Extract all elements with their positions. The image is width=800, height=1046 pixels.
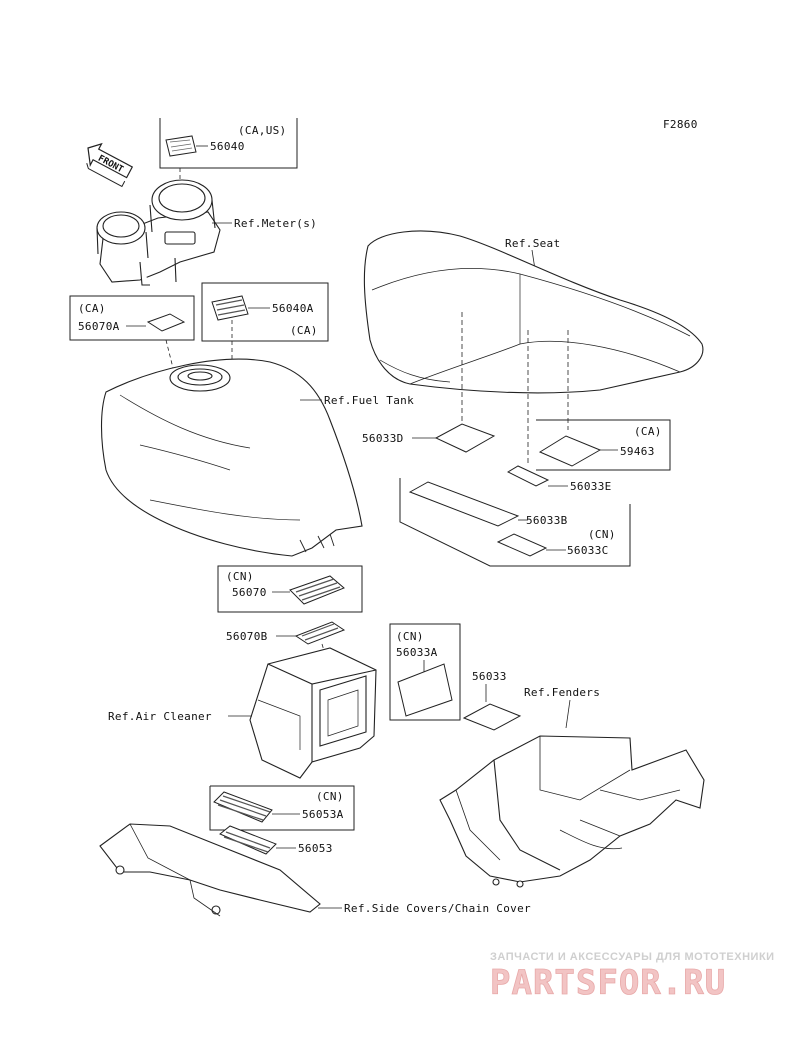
watermark-brand: PARTSFOR.RU [490,963,726,1003]
decal-56053A [213,791,273,823]
meter-region-box [159,118,298,169]
part-59463: 59463 [620,445,655,458]
part-56033B: 56033B [526,514,568,527]
part-56040A: 56040A [272,302,314,315]
part-56053: 56053 [298,842,333,855]
meter-illustration [96,179,221,286]
decal-56040A [211,295,249,321]
seat-cn-region-label: (CN) [588,528,616,541]
fender-region-label: (CN) [396,630,424,643]
tank-left-region-box [69,295,195,341]
fenders-illustration [439,735,705,888]
seat-illustration [363,230,704,394]
decal-56070B [294,621,346,645]
front-arrow: FRONT [86,142,134,188]
sidecover-region-box [209,785,355,831]
decal-56053 [219,825,277,855]
side-cover-illustration [99,823,321,917]
ref-seat: Ref.Seat [505,237,560,250]
tank-right-region-label: (CA) [290,324,318,337]
ref-meter: Ref.Meter(s) [234,217,317,230]
decal-56033 [462,703,522,731]
watermark-tagline: ЗАПЧАСТИ И АКСЕССУАРЫ ДЛЯ МОТОТЕХНИКИ [490,951,775,963]
decal-56033E [506,465,550,487]
air-cleaner-illustration [249,647,377,779]
meter-region-label: (CA,US) [238,124,286,137]
part-56033A: 56033A [396,646,438,659]
decal-56070 [289,575,345,605]
ref-side-covers: Ref.Side Covers/Chain Cover [344,902,531,915]
decal-56033D [434,423,496,453]
part-56070: 56070 [232,586,267,599]
ref-fenders: Ref.Fenders [524,686,600,699]
part-56033D: 56033D [362,432,404,445]
aircleaner-region-label: (CN) [226,570,254,583]
ref-air-cleaner: Ref.Air Cleaner [108,710,212,723]
fender-region-box [389,623,461,721]
decal-59463 [538,435,602,467]
sidecover-region-label: (CN) [316,790,344,803]
decal-56070A [146,313,186,332]
decal-56033A [397,663,453,717]
part-56070A: 56070A [78,320,120,333]
part-56070B: 56070B [226,630,268,643]
fuel-tank-illustration [101,358,363,557]
decal-56040 [165,135,197,157]
part-56040: 56040 [210,140,245,153]
decal-56033C [496,533,548,557]
decal-56033B [408,481,520,527]
seat-region-box [536,419,671,471]
part-56033: 56033 [472,670,507,683]
aircleaner-region-box [217,565,363,613]
tank-left-region-label: (CA) [78,302,106,315]
tank-right-region-box [201,282,329,342]
ref-fuel-tank: Ref.Fuel Tank [324,394,414,407]
figure-code: F2860 [663,118,698,131]
seat-region-label: (CA) [634,425,662,438]
part-56033E: 56033E [570,480,612,493]
seat-cn-region-box [399,478,631,567]
part-56033C: 56033C [567,544,609,557]
part-56053A: 56053A [302,808,344,821]
